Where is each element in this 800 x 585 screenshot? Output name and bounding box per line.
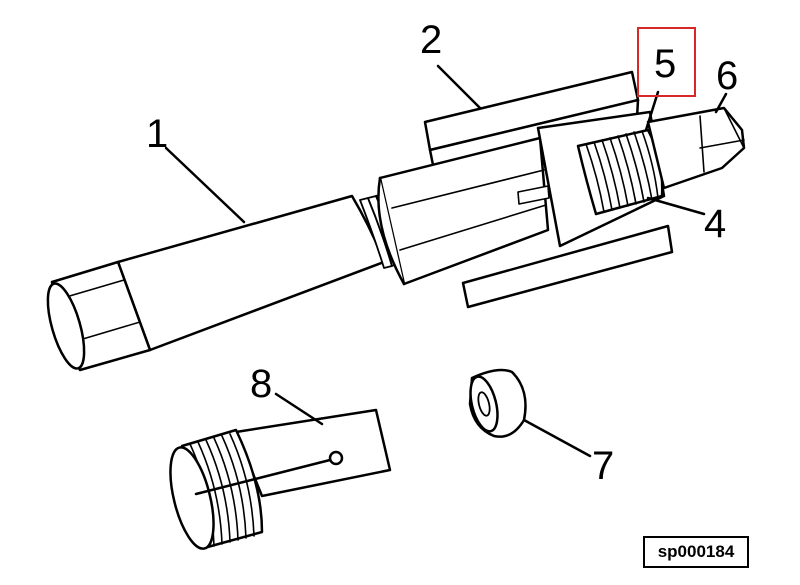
part-6-hex-tip (646, 106, 746, 190)
callout-7: 7 (592, 444, 615, 488)
callout-2: 2 (420, 18, 443, 62)
part-8-collet (169, 408, 392, 550)
part-2-upper-plate (423, 70, 640, 167)
part-7-cap-nut (468, 368, 527, 438)
callout-8: 8 (250, 362, 273, 406)
part-4-threaded-sleeve (536, 110, 666, 248)
leader-1 (164, 146, 246, 224)
callout-6: 6 (716, 54, 739, 98)
part-1-hex-section (377, 136, 550, 286)
leader-7 (522, 418, 592, 458)
figure-id-label: sp000184 (643, 536, 749, 568)
leader-4 (646, 196, 706, 216)
part-1-main-body (46, 194, 386, 372)
leader-lines (164, 64, 728, 458)
leader-6 (714, 92, 728, 114)
part-2-lower-plate (461, 224, 674, 309)
leader-2 (436, 64, 482, 110)
callout-5-highlight-box (637, 27, 696, 97)
leader-8 (274, 392, 324, 426)
callout-5: 5 (654, 42, 677, 86)
callout-4: 4 (704, 202, 727, 246)
leader-5 (644, 90, 660, 132)
callout-1: 1 (146, 112, 169, 156)
